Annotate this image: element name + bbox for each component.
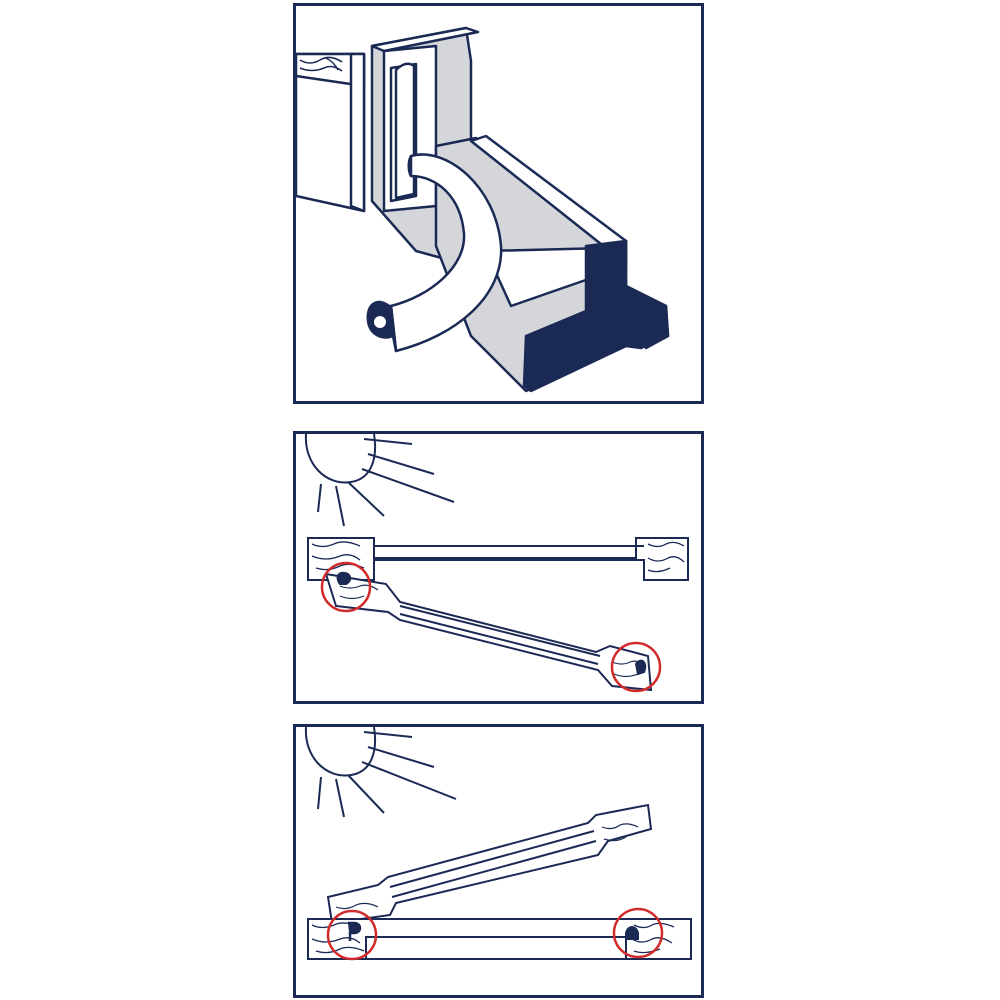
window-sash-icon	[326, 803, 653, 925]
wood-grain-icon	[299, 56, 343, 72]
sun-icon	[304, 727, 457, 818]
window-open-illustration	[304, 434, 689, 693]
window-closing-illustration	[304, 727, 692, 961]
seal-installation-panel	[293, 3, 704, 404]
seal-installation-illustration	[296, 26, 670, 393]
window-open-panel	[293, 431, 704, 704]
window-closing-panel	[293, 724, 704, 998]
window-frame	[307, 918, 692, 960]
highlight-circle-icon	[610, 641, 662, 693]
wood-grain-icon	[311, 922, 675, 954]
wood-grain-icon	[311, 541, 685, 573]
wooden-sash-left	[296, 52, 366, 213]
highlight-circle-icon	[320, 561, 372, 613]
sun-icon	[304, 434, 455, 527]
highlight-circle-icon	[326, 909, 378, 961]
window-sash-icon	[324, 571, 653, 692]
highlight-circle-icon	[612, 907, 664, 959]
window-frame	[307, 537, 689, 581]
seal-strip-icon	[366, 153, 503, 353]
